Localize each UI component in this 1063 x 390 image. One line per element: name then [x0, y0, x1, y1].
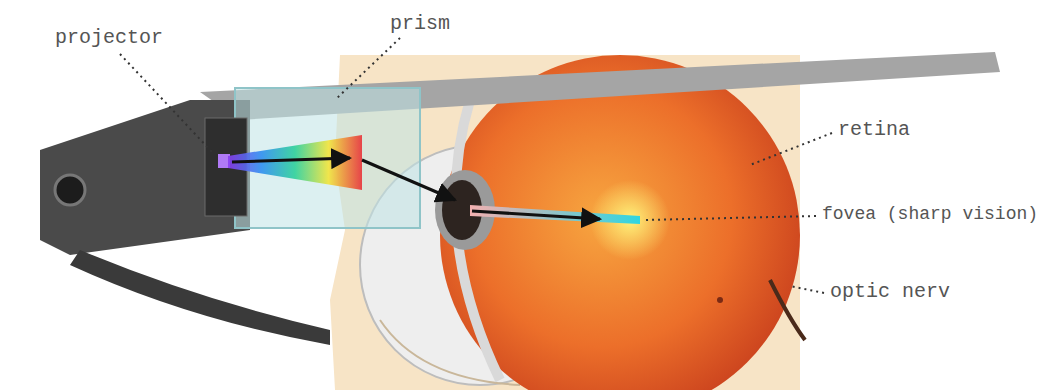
glass-frame — [40, 100, 250, 255]
rainbow-beam — [228, 135, 362, 190]
leader-line — [335, 38, 400, 100]
part-label: fovea (sharp vision) — [822, 204, 1038, 226]
part-label: retina — [838, 118, 910, 142]
light-beam — [470, 205, 640, 224]
beam-arrow — [232, 158, 350, 162]
part-label: projector — [55, 26, 163, 50]
leader-line — [750, 133, 832, 165]
leader-line — [645, 216, 816, 220]
reflect-arrow — [362, 160, 455, 200]
retina-dot — [717, 297, 723, 303]
camera-lens — [55, 175, 85, 205]
frame-arm — [70, 250, 330, 345]
eyeball — [440, 55, 800, 390]
part-label: optic nerv — [830, 280, 950, 304]
light-arrow — [472, 211, 600, 219]
part-label: prism — [390, 12, 450, 36]
leader-line — [120, 54, 212, 152]
leader-line — [790, 286, 824, 293]
